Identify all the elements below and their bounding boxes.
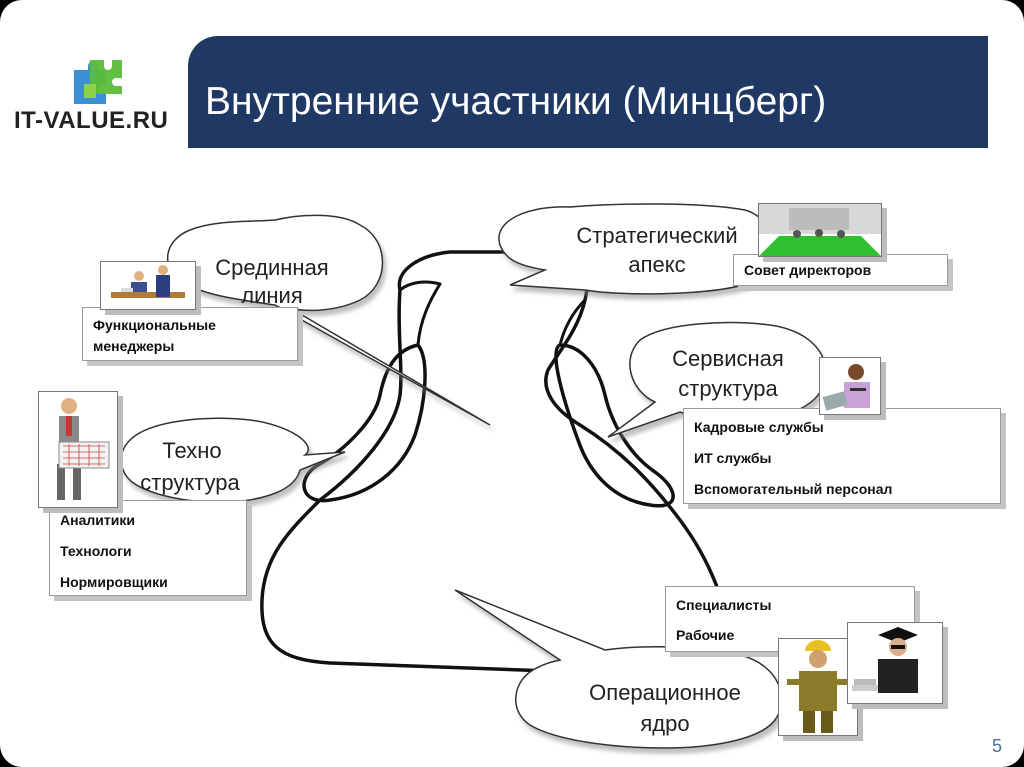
managers-at-desk-picture: [100, 261, 196, 310]
box-line: Нормировщики: [60, 574, 168, 590]
bubble-operating-core-line2: ядро: [640, 711, 689, 736]
box-line: ИТ службы: [694, 450, 772, 466]
slide-number: 5: [991, 736, 1002, 756]
analyst-with-chart-picture: [38, 391, 118, 508]
logo-text: IT-VALUE.RU: [14, 107, 169, 134]
bubble-service-structure-line1: Сервисная: [672, 346, 784, 371]
bubble-operating-core-line1: Операционное: [589, 680, 741, 705]
worker-in-hardhat-picture: [778, 638, 858, 736]
bubble-middle-line: [166, 214, 491, 426]
page-title: Внутренние участники (Минцберг): [205, 80, 827, 123]
bubble-technostructure-line1: Техно: [162, 438, 221, 463]
bubble-strategic-apex: [498, 203, 774, 295]
puzzle-pieces-icon: [74, 60, 122, 104]
bubble-strategic-apex-line1: Стратегический: [576, 223, 737, 248]
box-line: Технологи: [60, 543, 132, 559]
bubble-technostructure: [120, 417, 346, 504]
box-service-staff: Кадровые службы ИТ службы Вспомогательны…: [683, 408, 1001, 504]
box-line: Кадровые службы: [694, 419, 824, 435]
box-line: Специалисты: [676, 597, 772, 613]
bubble-technostructure-line2: структура: [140, 470, 240, 495]
box-line: Рабочие: [676, 627, 735, 643]
box-line: Функциональные: [93, 317, 216, 333]
box-line: менеджеры: [93, 338, 175, 354]
box-functional-managers: Функциональные менеджеры: [82, 307, 298, 361]
box-line: Вспомогательный персонал: [694, 481, 893, 497]
box-line: Совет директоров: [744, 262, 872, 278]
bubble-service-structure-line2: структура: [678, 376, 778, 401]
bubble-middle-line-line2: линия: [241, 283, 302, 308]
graduate-with-books-picture: [847, 622, 943, 704]
box-line: Аналитики: [60, 512, 135, 528]
bubble-strategic-apex-line2: апекс: [628, 252, 685, 277]
title-bar: [188, 36, 988, 148]
box-board-of-directors: Совет директоров: [733, 254, 948, 286]
box-technostructure-staff: Аналитики Технологи Нормировщики: [49, 500, 247, 596]
boardroom-meeting-picture: [758, 203, 882, 257]
bubble-middle-line-line1: Срединная: [215, 255, 328, 280]
secretary-with-phone-picture: [819, 357, 881, 415]
